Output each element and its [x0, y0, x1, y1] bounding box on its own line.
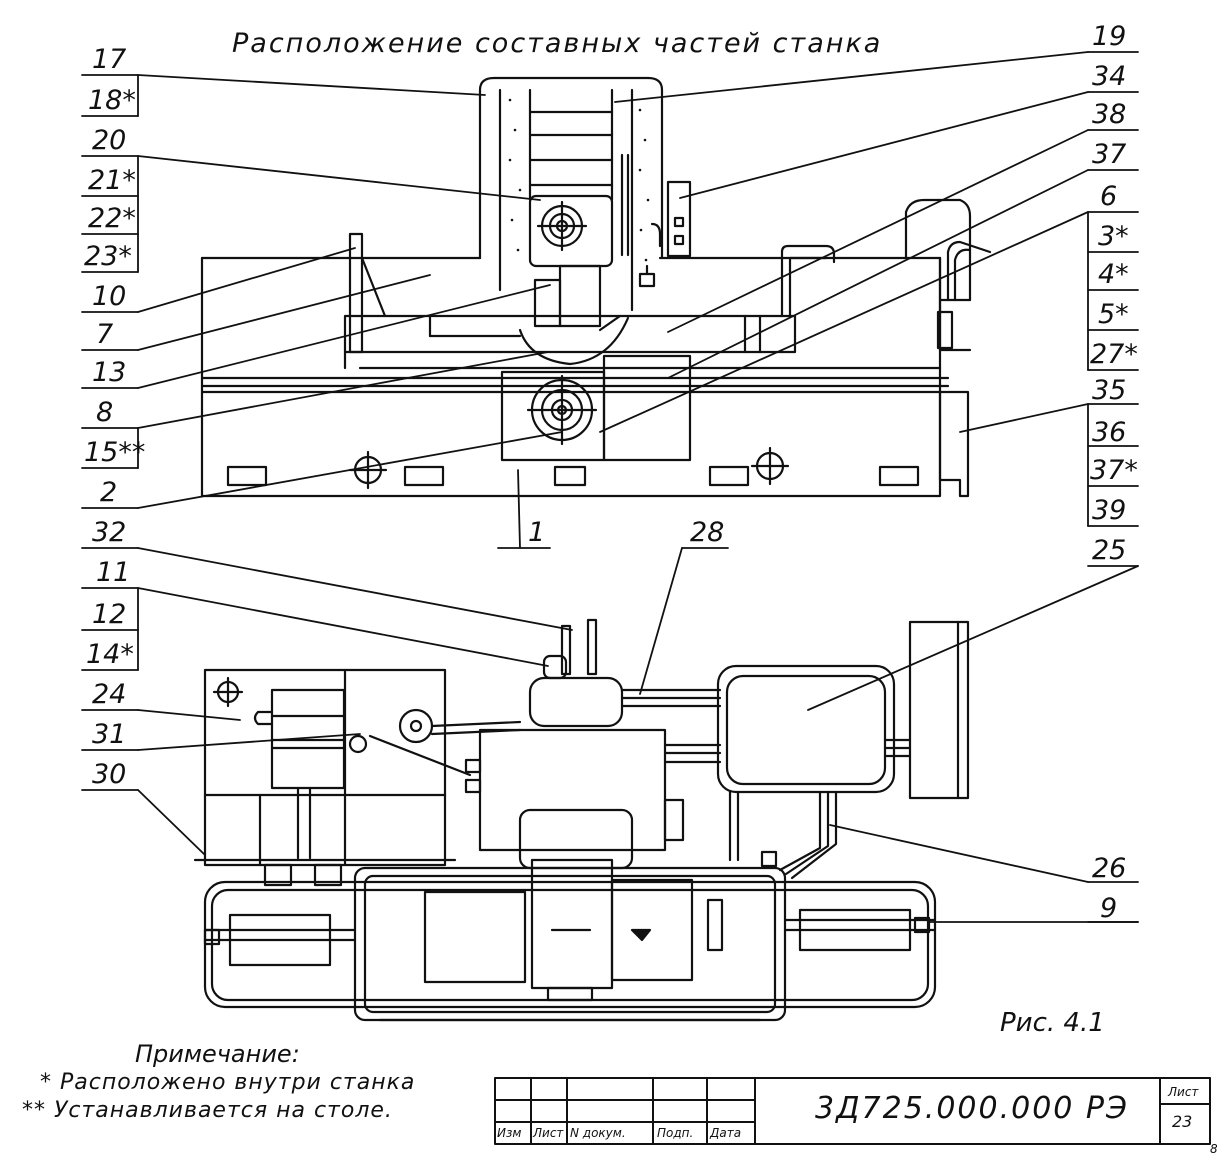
slide-guide — [798, 908, 912, 952]
part-label-21: 21* — [88, 165, 136, 196]
magnetic-chuck — [423, 890, 527, 984]
part-label-26: 26 — [1092, 853, 1127, 884]
part-label-30: 30 — [92, 759, 127, 790]
note-line-2: ** Устанавливается на столе. — [22, 1098, 393, 1123]
part-label-7: 7 — [96, 319, 114, 350]
electric-box — [666, 180, 692, 258]
part-label-18: 18* — [88, 85, 136, 116]
sheet-number: 23 — [1172, 1112, 1193, 1131]
bed-slot — [708, 465, 750, 487]
part-label-37: 37 — [1092, 139, 1127, 170]
leader-lines — [81, 51, 1139, 923]
part-label-24: 24 — [92, 679, 127, 710]
part-label-28: 28 — [690, 517, 725, 548]
figure-caption: Рис. 4.1 — [1000, 1008, 1105, 1038]
pump-icon — [398, 708, 434, 744]
part-label-32: 32 — [92, 517, 127, 548]
part-label-27: 27* — [1090, 339, 1138, 370]
part-label-5: 5* — [1098, 299, 1129, 330]
table — [343, 314, 797, 354]
coolant-pipe — [780, 244, 836, 318]
part-label-38: 38 — [1092, 99, 1127, 130]
column — [478, 76, 664, 260]
bed-slot — [553, 465, 587, 487]
saddle — [602, 354, 692, 462]
control-panel — [716, 664, 896, 794]
part-label-10: 10 — [92, 281, 127, 312]
part-label-15: 15** — [84, 437, 146, 468]
part-label-8: 8 — [96, 397, 114, 428]
drawing-title: Расположение составных частей станка — [232, 28, 883, 59]
tb-col-podp: Подп. — [657, 1126, 694, 1140]
part-label-25: 25 — [1092, 535, 1127, 566]
part-label-2: 2 — [100, 477, 118, 508]
tb-col-list: Лист — [533, 1126, 564, 1140]
part-label-13: 13 — [92, 357, 127, 388]
bed-slot — [878, 465, 920, 487]
coolant-unit — [203, 668, 447, 867]
corner-mark: 8 — [1210, 1142, 1218, 1156]
part-label-6: 6 — [1100, 181, 1118, 212]
bed-slot — [226, 465, 268, 487]
wheelhead-plan — [530, 858, 614, 990]
wheel-guard — [518, 316, 630, 366]
electric-cabinet-plan — [908, 620, 970, 800]
part-label-1: 1 — [528, 517, 546, 548]
part-label-14: 14* — [86, 639, 134, 670]
part-label-22: 22* — [88, 203, 136, 234]
plan-view — [193, 618, 970, 1022]
tb-col-ndoc: N докум. — [570, 1126, 626, 1140]
part-label-12: 12 — [92, 599, 127, 630]
notes-title: Примечание: — [135, 1040, 300, 1068]
title-block — [494, 1077, 1211, 1145]
part-label-23: 23* — [84, 241, 132, 272]
document-code: 3Д725.000.000 РЭ — [815, 1091, 1129, 1126]
part-label-4: 4* — [1098, 259, 1129, 290]
cross-feed-block — [478, 728, 667, 852]
part-label-20: 20 — [92, 125, 127, 156]
part-label-3: 3* — [1098, 221, 1129, 252]
part-label-11: 11 — [96, 557, 131, 588]
part-label-19: 19 — [1092, 21, 1127, 52]
tb-col-data: Дата — [710, 1126, 742, 1140]
part-label-34: 34 — [1092, 61, 1127, 92]
note-line-1: * Расположено внутри станка — [40, 1070, 416, 1095]
tb-col-izm: Изм — [497, 1126, 522, 1140]
sheet-label: Лист — [1168, 1085, 1199, 1099]
part-label-36: 36 — [1092, 417, 1127, 448]
part-label-35: 35 — [1092, 375, 1127, 406]
electric-cabinet — [904, 198, 972, 302]
slide-guide — [228, 913, 332, 967]
front-elevation — [200, 76, 992, 498]
part-label-37-star: 37* — [1090, 455, 1138, 486]
limit-switch-icon — [638, 272, 656, 288]
bed-slot — [403, 465, 445, 487]
part-label-9: 9 — [1100, 893, 1118, 924]
part-label-39: 39 — [1092, 495, 1127, 526]
hydraulic-pump — [528, 676, 624, 728]
part-label-17: 17 — [92, 44, 127, 75]
part-label-31: 31 — [92, 719, 127, 750]
